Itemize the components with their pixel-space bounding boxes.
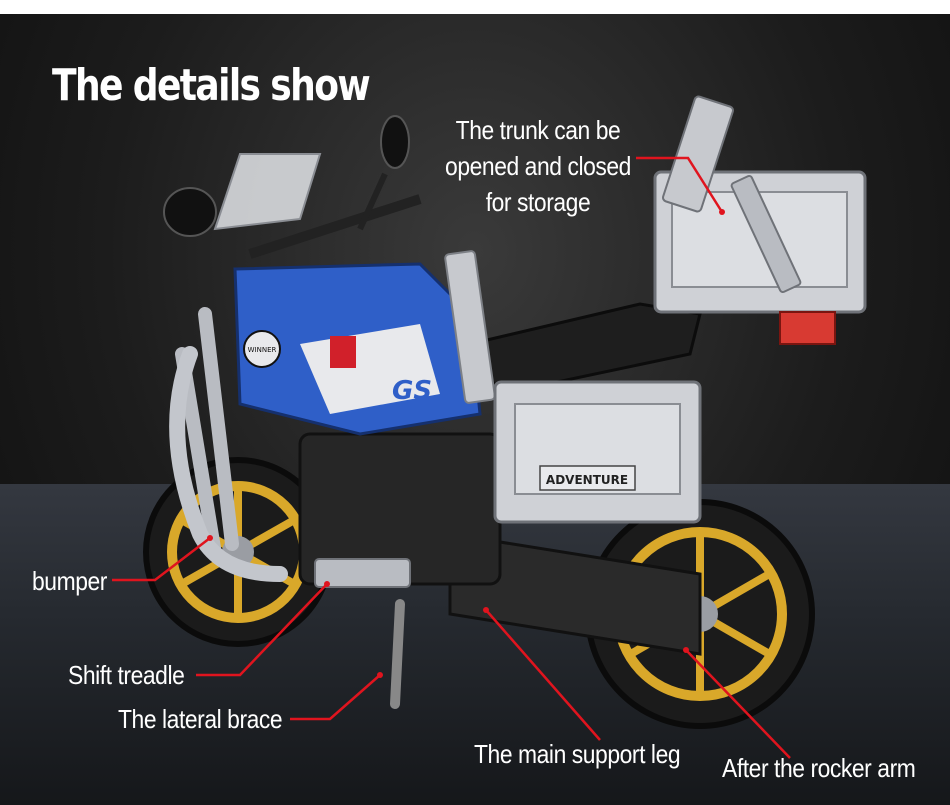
right-mirror bbox=[380, 115, 410, 169]
kickstand bbox=[390, 599, 405, 709]
page-title: The details show bbox=[52, 60, 371, 111]
label-main-support-leg: The main support leg bbox=[474, 739, 681, 769]
label-trunk-line-3: for storage bbox=[485, 187, 591, 217]
tank-logo-text: GS bbox=[392, 376, 432, 406]
crash-bar bbox=[169, 346, 288, 582]
pannier-beam bbox=[444, 250, 496, 404]
label-shift-treadle: Shift treadle bbox=[68, 660, 185, 690]
side-pannier: ADVENTURE bbox=[493, 380, 702, 524]
tank-badge-text: WINNER bbox=[248, 346, 277, 354]
handlebar bbox=[248, 194, 422, 259]
tank-badge bbox=[243, 330, 281, 368]
label-lateral-brace: The lateral brace bbox=[118, 704, 283, 734]
label-rocker-arm: After the rocker arm bbox=[722, 753, 916, 783]
label-bumper: bumper bbox=[32, 566, 107, 596]
footpeg bbox=[314, 558, 411, 588]
label-trunk-line-1: The trunk can be bbox=[455, 115, 621, 145]
left-mirror bbox=[163, 187, 217, 237]
tail-light bbox=[779, 311, 836, 345]
windshield bbox=[213, 153, 322, 231]
pannier-label-text: ADVENTURE bbox=[546, 473, 628, 487]
tank-stripe bbox=[330, 336, 356, 368]
label-trunk: The trunk can be opened and closed for s… bbox=[441, 112, 635, 220]
product-image: GS WINNER ADVENTURE bbox=[0, 14, 950, 805]
label-trunk-line-2: opened and closed bbox=[445, 151, 631, 181]
